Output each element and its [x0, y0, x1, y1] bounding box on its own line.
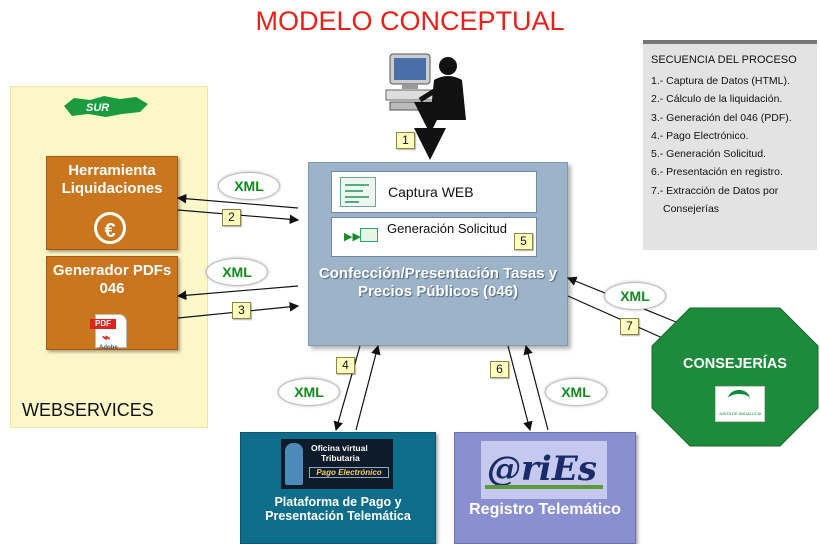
form-icon	[340, 177, 376, 207]
oficina-virtual-logo: Oficina virtual Tributaria Pago Electrón…	[281, 439, 393, 489]
arrow-6-up	[523, 344, 549, 431]
captura-web-box: Captura WEB	[331, 171, 537, 213]
step-number-7: 7	[620, 318, 639, 335]
registro-telematico-label: Registro Telemático	[469, 501, 621, 518]
step-number-3: 3	[232, 302, 251, 319]
consejerias-label: CONSEJERÍAS	[683, 356, 787, 372]
arrow-3-in	[176, 285, 299, 301]
sequence-step: 3.- Generación del 046 (PDF).	[651, 111, 792, 124]
sequence-step: 6.- Presentación en registro.	[651, 166, 783, 179]
xml-badge: XML	[218, 172, 280, 200]
step-number-1: 1	[396, 132, 415, 149]
generador-pdfs-label: Generador PDFs 046	[52, 262, 172, 297]
page-title: MODELO CONCEPTUAL	[255, 6, 565, 36]
registro-telematico-box: @riEs Registro Telemático	[454, 432, 636, 544]
junta-andalucia-logo: JUNTA DE ANDALUCIA	[715, 386, 765, 422]
step-number-2: 2	[222, 209, 241, 226]
sur-logo-icon: SUR	[64, 96, 148, 117]
central-process-box: Captura WEB ▶▶ Generación Solicitud 5 Co…	[308, 162, 568, 346]
plataforma-pago-box: Oficina virtual Tributaria Pago Electrón…	[240, 432, 436, 544]
plataforma-pago-label: Plataforma de Pago y Presentación Telemá…	[265, 495, 411, 523]
fast-forward-icon: ▶▶	[344, 231, 361, 243]
sequence-step: 7.- Extracción de Datos por	[651, 184, 779, 197]
xml-badge: XML	[278, 378, 340, 406]
generacion-solicitud-box: ▶▶ Generación Solicitud 5	[331, 217, 537, 257]
pdf-icon: PDF ⌁ Adobe	[90, 314, 127, 351]
step-number-5: 5	[514, 233, 533, 250]
aries-logo: @riEs	[481, 441, 607, 499]
consejerias-box	[651, 307, 819, 447]
webservices-label: WEBSERVICES	[22, 400, 154, 420]
step-number-6: 6	[490, 361, 509, 378]
arrow-4-up	[355, 344, 381, 431]
sequence-title: SECUENCIA DEL PROCESO	[651, 54, 797, 66]
herramienta-liquidaciones-label: Herramienta Liquidaciones	[61, 162, 163, 197]
arrow-2-in	[176, 193, 299, 209]
sequence-step: 2.- Cálculo de la liquidación.	[651, 93, 783, 106]
sequence-step: 4.- Pago Electrónico.	[651, 129, 749, 142]
user-computer-icon	[385, 53, 466, 120]
svg-text:SUR: SUR	[86, 102, 109, 114]
arrow-6-down	[507, 345, 533, 432]
document-icon	[360, 228, 378, 242]
sequence-step: 5.- Generación Solicitud.	[651, 148, 766, 161]
euro-icon: €	[94, 212, 126, 244]
sequence-step: Consejerías	[663, 203, 720, 216]
arrow-4-down	[333, 345, 361, 432]
sequence-panel: SECUENCIA DEL PROCESO 1.- Captura de Dat…	[643, 40, 817, 250]
xml-badge: XML	[206, 258, 268, 286]
xml-badge: XML	[604, 282, 666, 310]
captura-web-label: Captura WEB	[388, 184, 474, 200]
generador-pdfs-box: Generador PDFs 046 PDF ⌁ Adobe	[46, 256, 178, 351]
sequence-step: 1.- Captura de Datos (HTML).	[651, 75, 790, 87]
herramienta-liquidaciones-box: Herramienta Liquidaciones €	[46, 156, 178, 250]
step-number-4: 4	[336, 357, 355, 374]
xml-badge: XML	[545, 378, 607, 406]
central-process-label: Confección/Presentación Tasas y Precios …	[318, 265, 558, 300]
generacion-solicitud-label: Generación Solicitud	[387, 221, 507, 236]
